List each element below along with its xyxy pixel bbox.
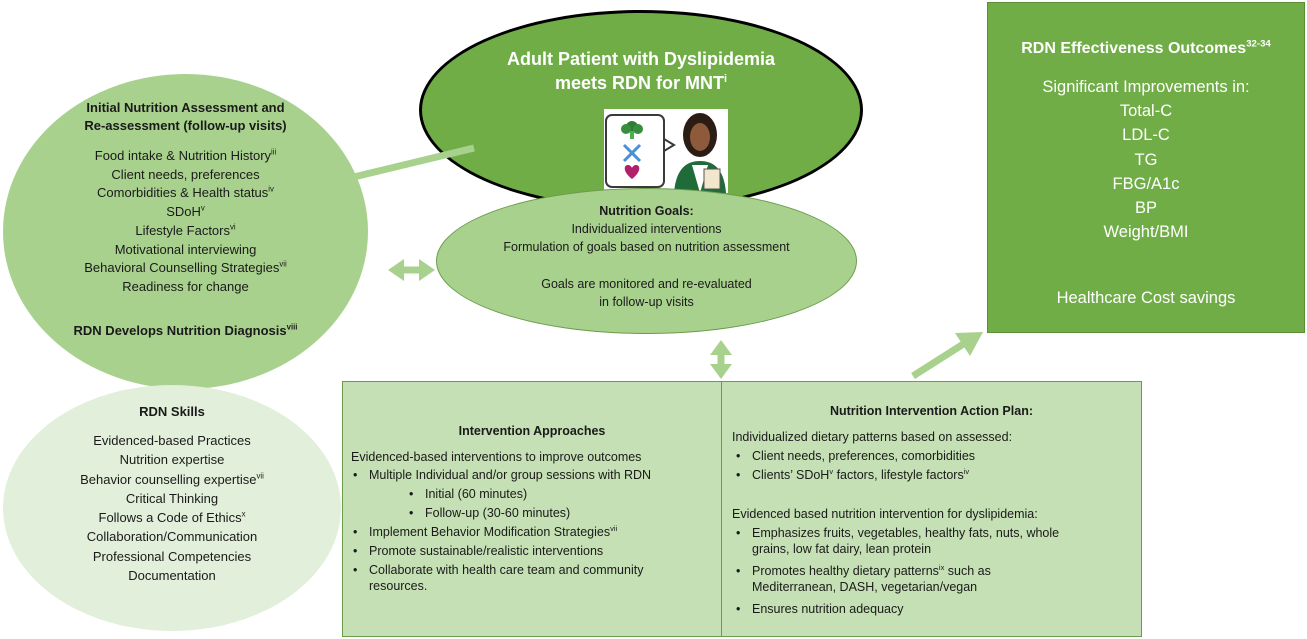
list-item: Behavioral Counselling Strategiesvii xyxy=(84,259,287,276)
patient-ellipse: Adult Patient with Dyslipidemia meets RD… xyxy=(419,10,863,210)
assessment-circle: Initial Nutrition Assessment and Re-asse… xyxy=(3,74,368,389)
list-item: •Ensures nutrition adequacy xyxy=(736,602,904,616)
action-plan-heading: Nutrition Intervention Action Plan: xyxy=(829,404,1033,418)
list-item: TG xyxy=(1134,150,1158,169)
list-item: •Promote sustainable/realistic intervent… xyxy=(353,544,604,558)
list-item: Comorbidities & Health statusiv xyxy=(97,185,274,201)
skills-heading: RDN Skills xyxy=(139,404,205,419)
list-item: Professional Competencies xyxy=(92,548,252,564)
list-item: Food intake & Nutrition Historyiii xyxy=(94,147,277,163)
list-item: •Collaborate with health care team and c… xyxy=(353,563,644,593)
approaches-heading: Intervention Approaches xyxy=(458,424,606,438)
cost-savings: Healthcare Cost savings xyxy=(1056,289,1236,307)
list-item: •Initial (60 minutes) xyxy=(409,487,528,501)
list-item: •Client needs, preferences, comorbiditie… xyxy=(736,449,976,463)
list-item: •Emphasizes fruits, vegetables, healthy … xyxy=(736,526,1060,556)
assessment-heading-line1: Initial Nutrition Assessment and xyxy=(86,100,285,115)
goals-line4: in follow-up visits xyxy=(599,295,694,309)
patient-title: Adult Patient with Dyslipidemia meets RD… xyxy=(506,49,776,93)
nutrition-goals-ellipse: Nutrition Goals: Individualized interven… xyxy=(436,188,857,334)
goals-heading: Nutrition Goals: xyxy=(599,204,694,218)
list-item: Follows a Code of Ethicsx xyxy=(98,509,246,526)
arrowhead xyxy=(419,259,435,281)
list-item: Critical Thinking xyxy=(125,490,219,506)
dietitian-consultation-icon xyxy=(604,109,728,193)
list-item: •Promotes healthy dietary patternsix suc… xyxy=(736,562,991,594)
list-item: Total-C xyxy=(1119,102,1173,121)
outcomes-list: Significant Improvements in: Total-C LDL… xyxy=(988,75,1304,244)
list-item: SDoHv xyxy=(166,203,205,220)
outcomes-box: RDN Effectiveness Outcomes32-34 Signific… xyxy=(987,2,1305,333)
list-item: •Multiple Individual and/or group sessio… xyxy=(353,468,652,482)
arrowhead xyxy=(710,340,732,355)
skills-list: Evidenced-based Practices Nutrition expe… xyxy=(3,431,341,585)
rdn-skills-ellipse: RDN Skills Evidenced-based Practices Nut… xyxy=(3,385,341,631)
assessment-heading-line2: Re-assessment (follow-up visits) xyxy=(84,118,287,133)
arrowhead xyxy=(710,364,732,379)
outcomes-heading: RDN Effectiveness Outcomes32-34 xyxy=(1021,38,1271,57)
assessment-list: Food intake & Nutrition Historyiii Clien… xyxy=(3,147,368,297)
approaches-intro: Evidenced-based interventions to improve… xyxy=(351,450,642,464)
action-plan-box: Nutrition Intervention Action Plan: Indi… xyxy=(721,381,1142,637)
list-item: •Implement Behavior Modification Strateg… xyxy=(353,523,618,539)
action-plan-intro2: Evidenced based nutrition intervention f… xyxy=(732,507,1038,521)
list-item: Documentation xyxy=(128,568,216,584)
list-item: Evidenced-based Practices xyxy=(93,433,251,448)
arrowhead xyxy=(282,173,312,203)
goals-line3: Goals are monitored and re-evaluated xyxy=(541,277,752,291)
arrowhead xyxy=(955,332,983,356)
list-item: Lifestyle Factorsvi xyxy=(135,222,236,238)
list-item: •Clients’ SDoHv factors, lifestyle facto… xyxy=(736,466,970,482)
list-item: Behavior counselling expertisevii xyxy=(80,471,264,487)
list-item: LDL-C xyxy=(1122,126,1170,145)
goals-line2: Formulation of goals based on nutrition … xyxy=(503,240,790,254)
arrow-boxes-to-outcomes xyxy=(911,340,967,379)
list-item: Nutrition expertise xyxy=(119,452,225,468)
list-item: Collaboration/Communication xyxy=(86,529,258,545)
list-item: BP xyxy=(1134,199,1157,218)
assessment-heading: Initial Nutrition Assessment and Re-asse… xyxy=(3,99,368,135)
outcomes-subheading: Significant Improvements in: xyxy=(1042,78,1250,96)
list-item: FBG/A1c xyxy=(1112,174,1180,193)
list-item: •Follow-up (30-60 minutes) xyxy=(409,506,571,520)
intervention-approaches-box: Intervention Approaches Evidenced-based … xyxy=(342,381,722,637)
list-item: Readiness for change xyxy=(122,278,249,294)
nutrition-diagnosis: RDN Develops Nutrition Diagnosisviii xyxy=(73,322,298,338)
goals-line1: Individualized interventions xyxy=(571,222,722,236)
arrow-patient-to-assessment xyxy=(299,144,475,194)
list-item: Weight/BMI xyxy=(1103,223,1189,242)
list-item: Client needs, preferences xyxy=(111,166,260,182)
action-plan-intro1: Individualized dietary patterns based on… xyxy=(732,430,1013,444)
arrowhead xyxy=(388,259,404,281)
list-item: Motivational interviewing xyxy=(114,241,257,257)
